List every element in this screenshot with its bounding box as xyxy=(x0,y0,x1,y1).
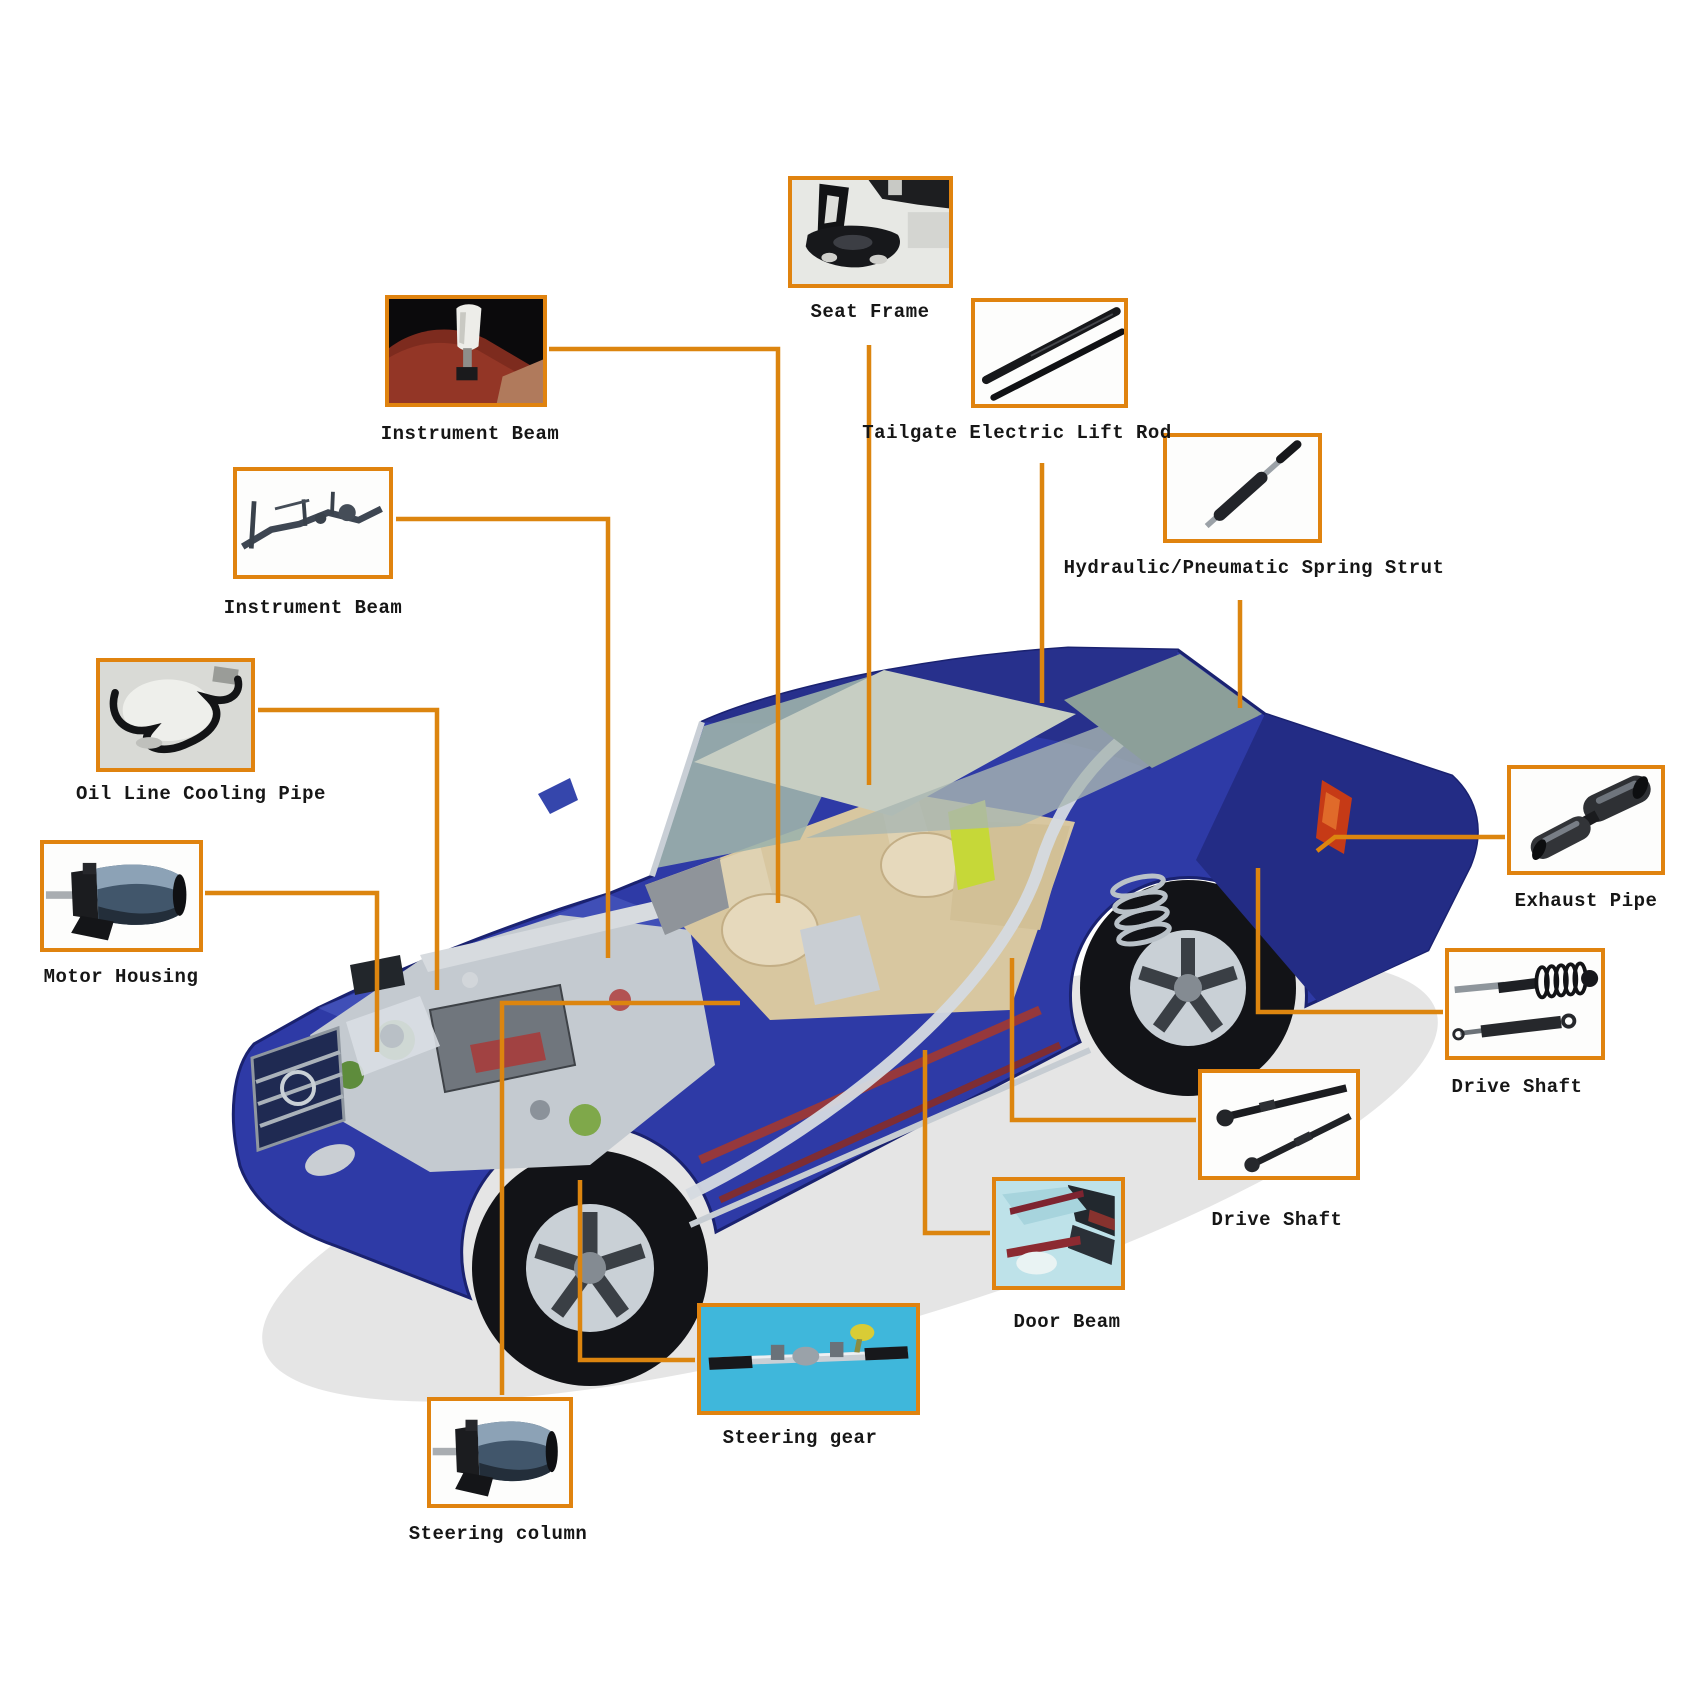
connector-steering-gear xyxy=(577,1180,695,1363)
instrument-beam-upper-label: Instrument Beam xyxy=(380,423,560,445)
exhaust-pipe-label: Exhaust Pipe xyxy=(1514,890,1658,912)
tailgate-lift-rod-label: Tailgate Electric Lift Rod xyxy=(862,422,1172,444)
motor-housing-label: Motor Housing xyxy=(43,966,199,988)
tailgate-lift-rod-photo xyxy=(975,302,1124,404)
steering-column-label: Steering column xyxy=(408,1523,588,1545)
front-details xyxy=(250,996,440,1176)
connector-instrument-beam-upper xyxy=(549,346,781,903)
instrument-beam-upper-thumbnail xyxy=(385,295,547,407)
exhaust-pipe-photo xyxy=(1511,769,1661,871)
drive-shaft-front-label: Drive Shaft xyxy=(1211,1209,1343,1231)
tailgate-lift-rod-thumbnail xyxy=(971,298,1128,408)
steering-gear-photo xyxy=(701,1307,916,1411)
glazing xyxy=(649,654,1262,877)
engine-bay xyxy=(310,900,715,1172)
rear-wheel xyxy=(1080,880,1296,1096)
side-mirror xyxy=(538,778,578,814)
connector-steering-column xyxy=(499,1000,740,1395)
exhaust-pipe-thumbnail xyxy=(1507,765,1665,875)
front-wheel xyxy=(472,1150,708,1386)
drive-shaft-rear-thumbnail xyxy=(1445,948,1605,1060)
instrument-beam-lower-label: Instrument Beam xyxy=(223,597,403,619)
connector-exhaust-pipe xyxy=(1315,834,1505,853)
connector-drive-shaft-front xyxy=(1009,958,1196,1123)
motor-housing-photo xyxy=(44,844,199,948)
hydraulic-spring-strut-label: Hydraulic/Pneumatic Spring Strut xyxy=(1063,557,1445,579)
connector-lines xyxy=(205,345,1505,1395)
oil-line-cooling-pipe-label: Oil Line Cooling Pipe xyxy=(76,783,326,805)
drive-shaft-rear-photo xyxy=(1449,952,1601,1056)
steering-gear-thumbnail xyxy=(697,1303,920,1415)
connector-instrument-beam-lower xyxy=(396,516,611,958)
door-beam-label: Door Beam xyxy=(1013,1311,1121,1333)
drive-shaft-front-photo xyxy=(1202,1073,1356,1176)
seat-frame-thumbnail xyxy=(788,176,953,288)
connector-door-beam xyxy=(922,1050,990,1236)
instrument-beam-lower-photo xyxy=(237,471,389,575)
trunk-shading xyxy=(1196,714,1478,1002)
hydraulic-spring-strut-thumbnail xyxy=(1163,433,1322,543)
steering-gear-label: Steering gear xyxy=(722,1427,878,1449)
seat-frame-label: Seat Frame xyxy=(810,301,930,323)
drive-shaft-rear-label: Drive Shaft xyxy=(1451,1076,1583,1098)
instrument-beam-lower-thumbnail xyxy=(233,467,393,579)
connector-drive-shaft-rear xyxy=(1255,868,1443,1015)
drive-shaft-front-thumbnail xyxy=(1198,1069,1360,1180)
seat-frame-photo xyxy=(792,180,949,284)
oil-line-cooling-pipe-thumbnail xyxy=(96,658,255,772)
door-beam-thumbnail xyxy=(992,1177,1125,1290)
oil-line-cooling-pipe-photo xyxy=(100,662,251,768)
hydraulic-spring-strut-photo xyxy=(1167,437,1318,539)
instrument-beam-upper-photo xyxy=(389,299,543,403)
motor-housing-thumbnail xyxy=(40,840,203,952)
connector-motor-housing xyxy=(205,890,380,1052)
connector-oil-line-cooling-pipe xyxy=(258,707,440,990)
steering-column-photo xyxy=(431,1401,569,1504)
steering-column-thumbnail xyxy=(427,1397,573,1508)
door-beam-photo xyxy=(996,1181,1121,1286)
car-cutaway-illustration xyxy=(231,646,1479,1402)
